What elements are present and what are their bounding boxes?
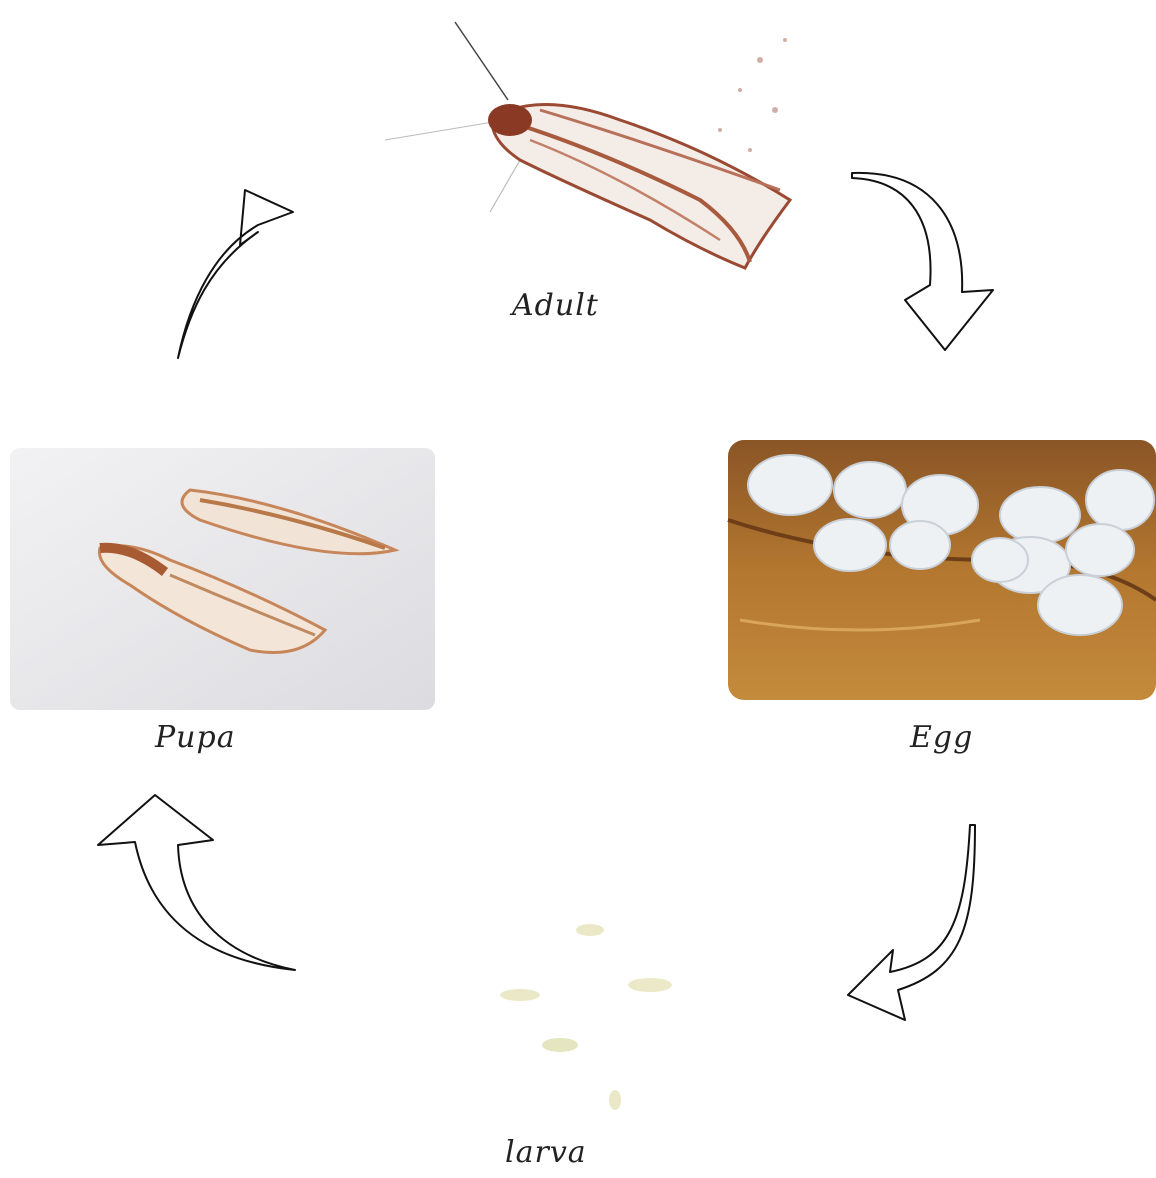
pupa-image bbox=[10, 448, 435, 710]
adult-moth-image bbox=[385, 22, 790, 268]
label-larva: larva bbox=[505, 1135, 587, 1170]
arrow-adult-to-egg bbox=[852, 173, 993, 350]
egg-cluster-image bbox=[728, 440, 1156, 700]
label-egg: Egg bbox=[910, 720, 973, 755]
larva-image bbox=[500, 924, 672, 1110]
label-adult: Adult bbox=[512, 288, 599, 323]
arrow-egg-to-larva bbox=[848, 825, 975, 1020]
label-pupa: Pupa bbox=[155, 720, 236, 755]
arrow-larva-to-pupa bbox=[98, 795, 295, 970]
arrow-pupa-to-adult bbox=[178, 190, 293, 358]
